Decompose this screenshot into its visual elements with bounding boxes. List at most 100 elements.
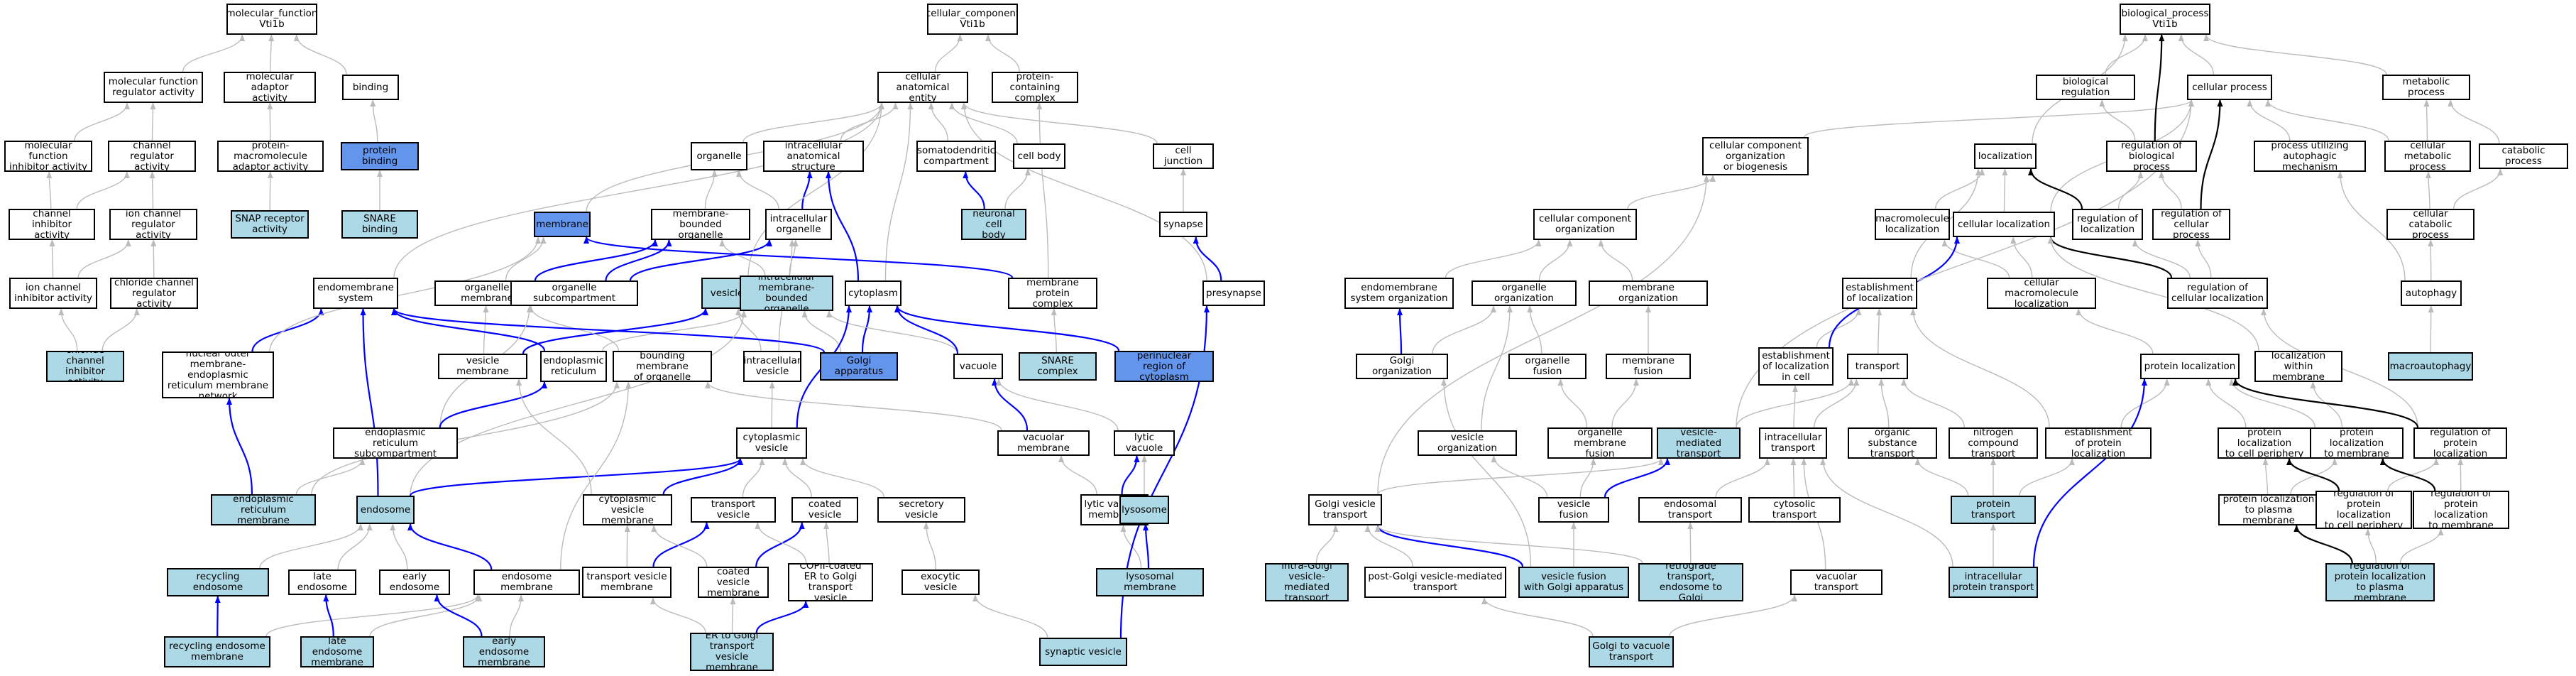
edge-part-of-golgi-to-cytoplasm xyxy=(861,305,872,353)
go-term-pcc: protein-containing complex xyxy=(992,72,1078,103)
edge-is-a-autophagy-to-puam xyxy=(2337,171,2406,281)
go-term-ppadapt: protein-macromolecule adaptor activity xyxy=(217,141,324,172)
go-term-bioreg: biological regulation xyxy=(2036,75,2135,100)
edge-is-a-orgorg-to-cco xyxy=(1538,239,1573,281)
edge-part-of-intprottrans-to-protloc xyxy=(2032,378,2147,567)
edge-is-a-regloc-to-regbp xyxy=(2117,171,2144,209)
edge-is-a-cellbody-to-cae xyxy=(949,102,1018,144)
go-term-chreg: channel regulator activity xyxy=(108,141,196,172)
edge-regulates-regbp-to-bp xyxy=(2154,34,2165,141)
edge-is-a-cvm-to-vesmem xyxy=(516,378,592,495)
edge-is-a-imbo-to-mbo xyxy=(719,239,766,276)
go-term-imbo: intracellular membrane-bounded organelle xyxy=(740,276,833,311)
edge-is-a-celljunc-to-cae xyxy=(961,102,1158,144)
go-term-mpc: membrane protein complex xyxy=(1008,278,1097,309)
go-term-regloc: regulation of localization xyxy=(2072,209,2143,240)
edge-is-a-regbp-to-bioreg xyxy=(2099,99,2136,141)
edge-part-of-presyn-to-synapse xyxy=(1193,236,1222,281)
go-term-vfgolgi: vesicle fusion with Golgi apparatus xyxy=(1518,567,1629,598)
edge-part-of-ergolgimem-to-copii xyxy=(755,601,809,633)
edge-is-a-regplcp-to-regprotloc xyxy=(2387,458,2439,491)
edge-part-of-perireg-to-cytoplasm xyxy=(894,305,1120,351)
go-term-transport: transport xyxy=(1847,354,1908,379)
edge-is-a-cellproc-to-bp xyxy=(2178,34,2214,75)
edge-is-a-synves-to-exoves xyxy=(972,594,1048,638)
go-term-transves: transport vesicle xyxy=(691,497,776,523)
edge-is-a-golgivac-to-postgolgi xyxy=(1481,597,1594,637)
go-term-vmt: vesicle-mediated transport xyxy=(1657,427,1741,459)
edge-is-a-cvmem-to-cvm xyxy=(651,525,708,567)
edge-is-a-postgolgi-to-golgivt xyxy=(1364,525,1413,567)
edge-is-a-ncb-to-cellbody xyxy=(1004,168,1031,209)
edge-part-of-earlyendmem-to-earlyend xyxy=(434,594,483,637)
edge-is-a-regcellloc-to-regloc xyxy=(2132,239,2191,278)
edge-is-a-omf-to-memfusion xyxy=(1611,378,1639,428)
go-term-ersub: endoplasmic reticulum subcompartment xyxy=(333,427,458,459)
go-term-earlyend: early endosome xyxy=(379,569,450,595)
edge-is-a-lateendmem-to-endmem xyxy=(369,594,483,637)
go-term-estprotloc: establishment of protein localization xyxy=(2045,427,2152,459)
go-term-snarebind: SNARE binding xyxy=(341,210,418,239)
go-term-binding: binding xyxy=(342,75,399,100)
go-term-autophagy: autophagy xyxy=(2401,280,2462,306)
edge-is-a-retro-to-endotrans xyxy=(1687,522,1694,564)
edge-is-a-vacmem-to-bmo xyxy=(705,381,1002,431)
edge-is-a-orgfusion-to-orgorg xyxy=(1527,305,1542,354)
edge-is-a-bioreg-to-bp xyxy=(2105,34,2148,75)
edge-is-a-secves-to-cytves xyxy=(800,458,884,498)
edge-is-a-prottrans-to-ost xyxy=(1914,458,1969,496)
edge-is-a-intragolgi-to-golgivt xyxy=(1315,525,1339,564)
go-term-lateendmem: late endosome membrane xyxy=(300,636,374,667)
edge-part-of-lysmem-to-lysosome xyxy=(1143,523,1150,569)
go-term-mf: molecular_function Vti1b xyxy=(226,4,317,35)
edge-part-of-ermem-to-nuclouter xyxy=(226,398,253,495)
go-term-locwithinmem: localization within membrane xyxy=(2254,351,2342,382)
edge-is-a-organelle-to-cae xyxy=(742,102,884,143)
go-term-protloc: protein localization xyxy=(2140,354,2240,379)
go-term-orgfusion: organelle fusion xyxy=(1508,354,1586,379)
go-term-intprottrans: intracellular protein transport xyxy=(1949,567,2038,598)
edge-is-a-mfinh-to-mfreg xyxy=(74,102,130,141)
edge-is-a-io-to-organelle xyxy=(736,170,779,209)
go-term-recend: recycling endosome xyxy=(167,568,269,596)
edge-is-a-regcp-to-regbp xyxy=(2159,171,2182,209)
go-term-ost: organic substance transport xyxy=(1848,427,1937,459)
go-term-snarecx: SNARE complex xyxy=(1019,352,1097,381)
edge-part-of-vfgolgi-to-golgivt xyxy=(1375,525,1524,567)
go-term-cvm: cytoplasmic vesicle membrane xyxy=(583,494,672,525)
go-term-catab: catabolic process xyxy=(2479,143,2568,169)
edge-is-a-transport-to-estloc xyxy=(1876,308,1882,354)
edge-is-a-protloc-to-cmacroloc xyxy=(2076,308,2154,354)
edge-is-a-endomem-to-cae xyxy=(393,102,884,278)
edge-is-a-vesfusion-to-vesorg xyxy=(1491,455,1548,498)
go-term-snaprec: SNAP receptor activity xyxy=(231,210,309,239)
edge-is-a-cmacroloc-to-cellloc xyxy=(2010,236,2033,278)
edge-part-of-golgi-to-endomem xyxy=(391,307,826,354)
edge-is-a-cmp-to-metab xyxy=(2423,99,2430,141)
go-term-regprotloc: regulation of protein localization xyxy=(2413,427,2507,459)
edge-is-a-lytvac-to-vacuole xyxy=(996,378,1119,431)
go-term-plcp: protein localization to cell periphery xyxy=(2218,427,2311,459)
edge-is-a-orgmem-to-membrane xyxy=(505,236,547,281)
edge-is-a-pltm-to-protloc xyxy=(2228,378,2315,428)
edge-is-a-recend-to-endosome xyxy=(259,523,363,569)
go-term-regpltpm: regulation of protein localization to pl… xyxy=(2325,563,2435,601)
go-term-perireg: perinuclear region of cytoplasm xyxy=(1114,351,1214,382)
edge-is-a-golgivt-to-ccob xyxy=(1377,175,1709,495)
edge-is-a-ermem-to-ersub xyxy=(295,458,366,495)
go-term-cellproc: cellular process xyxy=(2187,75,2272,100)
edge-is-a-mbo-to-organelle xyxy=(704,170,718,209)
go-term-recendmem: recycling endosome membrane xyxy=(164,636,270,667)
edge-is-a-clchinh-to-ionchinh xyxy=(58,308,78,351)
edge-is-a-vesmem-to-orgmem xyxy=(483,305,489,354)
go-term-vactrans: vacuolar transport xyxy=(1790,569,1882,595)
edge-regulates-regplcp-to-plcp xyxy=(2286,458,2340,491)
edge-is-a-intprottrans-to-inttransport xyxy=(1820,458,1953,567)
edge-is-a-vfgolgi-to-golgiorg xyxy=(1441,378,1532,567)
edge-is-a-omf-to-orgfusion xyxy=(1557,378,1588,428)
edge-is-a-estlocincell-to-estloc xyxy=(1816,308,1862,348)
edge-is-a-ccp-to-catab xyxy=(2453,168,2504,209)
edge-is-a-chinh-to-chreg xyxy=(76,171,130,209)
edge-is-a-vmt-to-transport xyxy=(1736,378,1854,428)
